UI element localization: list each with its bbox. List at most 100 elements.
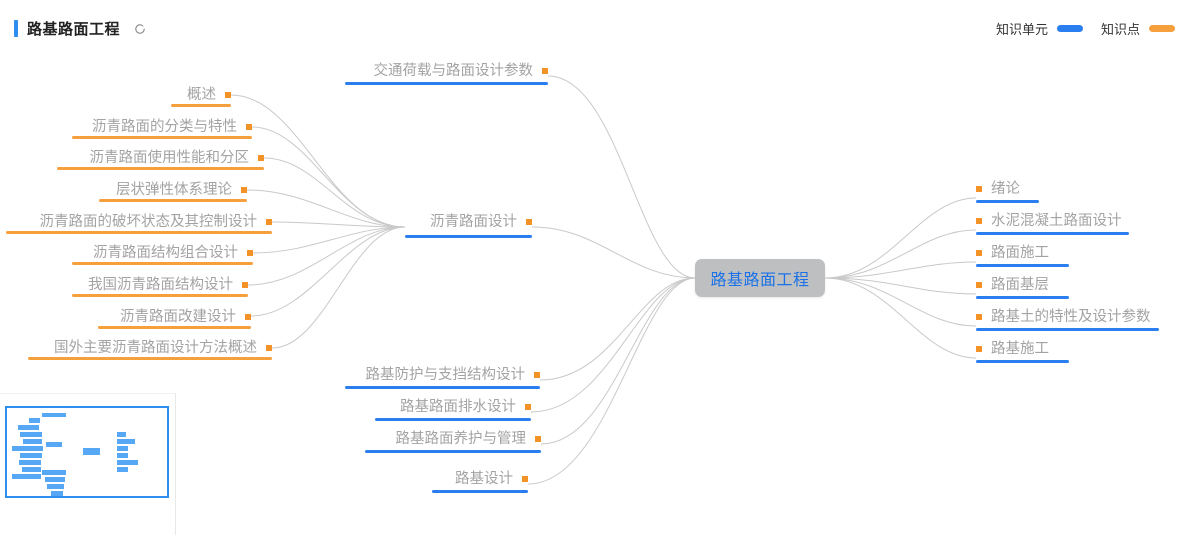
node-label: 路面基层 (991, 276, 1049, 293)
page-title-text: 路基路面工程 (27, 21, 121, 38)
node-label: 水泥混凝土路面设计 (991, 212, 1122, 229)
node-bullet-icon (266, 345, 272, 351)
center-node-label: 路基路面工程 (710, 272, 810, 289)
node-bullet-icon (526, 219, 532, 225)
node-bullet-icon (245, 314, 251, 320)
node-label: 沥青路面使用性能和分区 (89, 149, 250, 166)
node-china-asphalt-structure-design[interactable]: 我国沥青路面结构设计 (60, 275, 248, 295)
legend-item-unit: 知识单元 (996, 19, 1083, 38)
node-underline (57, 167, 264, 170)
node-asphalt-reconstruction-design[interactable]: 沥青路面改建设计 (70, 307, 251, 327)
node-underline (28, 357, 272, 360)
node-underline (345, 386, 540, 389)
node-introduction[interactable]: 绪论 (976, 179, 1020, 199)
node-traffic-load-design-parameters[interactable]: 交通荷载与路面设计参数 (300, 61, 548, 81)
legend-label-point: 知识点 (1100, 22, 1140, 37)
node-underline (365, 450, 541, 453)
node-foreign-design-methods-overview[interactable]: 国外主要沥青路面设计方法概述 (14, 338, 272, 358)
node-structure-combination-design[interactable]: 沥青路面结构组合设计 (60, 243, 253, 263)
minimap-node (83, 448, 100, 455)
minimap-node (117, 460, 138, 465)
node-label: 我国沥青路面结构设计 (88, 276, 233, 293)
node-label: 交通荷载与路面设计参数 (373, 62, 534, 79)
minimap-node (20, 432, 42, 437)
node-label: 路基路面排水设计 (400, 398, 516, 415)
center-node[interactable]: 路基路面工程 (695, 259, 825, 297)
title-accent-bar (14, 20, 18, 37)
node-subgrade-soil-properties-parameters[interactable]: 路基土的特性及设计参数 (976, 307, 1151, 327)
node-underline (976, 296, 1069, 299)
node-maintenance-management[interactable]: 路基路面养护与管理 (310, 429, 541, 449)
node-bullet-icon (241, 187, 247, 193)
node-pavement-construction[interactable]: 路面施工 (976, 243, 1049, 263)
minimap-node (23, 439, 42, 444)
node-label: 概述 (187, 86, 216, 103)
node-cement-concrete-pavement-design[interactable]: 水泥混凝土路面设计 (976, 211, 1122, 231)
node-bullet-icon (525, 404, 531, 410)
node-bullet-icon (976, 314, 982, 320)
node-bullet-icon (976, 218, 982, 224)
node-underline (976, 264, 1069, 267)
node-label: 层状弹性体系理论 (116, 181, 232, 198)
minimap-node (45, 477, 65, 482)
node-asphalt-classification[interactable]: 沥青路面的分类与特性 (60, 117, 252, 137)
node-label: 路基土的特性及设计参数 (991, 308, 1151, 325)
node-underline (976, 200, 1039, 203)
node-underline (432, 490, 528, 493)
node-subgrade-pavement-drainage[interactable]: 路基路面排水设计 (320, 397, 531, 417)
node-bullet-icon (247, 250, 253, 256)
connector-edges (230, 75, 977, 485)
node-bullet-icon (976, 346, 982, 352)
minimap-node (117, 446, 128, 451)
node-subgrade-protection-retaining[interactable]: 路基防护与支挡结构设计 (290, 365, 540, 385)
node-bullet-icon (225, 92, 231, 98)
minimap-node (117, 453, 128, 458)
minimap-node (117, 467, 128, 472)
node-hub-asphalt-pavement-design[interactable]: 沥青路面设计 (275, 212, 532, 232)
node-underline (375, 418, 531, 421)
minimap-node (20, 453, 42, 458)
node-underline (976, 328, 1159, 331)
node-bullet-icon (976, 250, 982, 256)
minimap-node (117, 432, 126, 437)
node-bullet-icon (976, 186, 982, 192)
node-underline (72, 294, 248, 297)
node-failure-state-control-design[interactable]: 沥青路面的破坏状态及其控制设计 (14, 212, 272, 232)
legend-label-unit: 知识单元 (995, 22, 1048, 37)
minimap-node (42, 413, 66, 417)
page-header: 路基路面工程 知识单元 知识点 (0, 0, 1189, 56)
node-bullet-icon (246, 124, 252, 130)
minimap-viewport[interactable] (5, 406, 169, 498)
minimap-node (12, 446, 43, 451)
node-bullet-icon (242, 282, 248, 288)
node-label: 路基路面养护与管理 (395, 430, 527, 447)
node-pavement-base-course[interactable]: 路面基层 (976, 275, 1049, 295)
node-underline (6, 231, 272, 234)
minimap-panel[interactable] (0, 393, 176, 535)
node-underline (171, 104, 231, 107)
node-subgrade-construction[interactable]: 路基施工 (976, 339, 1049, 359)
node-label: 沥青路面结构组合设计 (93, 244, 238, 261)
legend-swatch-point (1149, 25, 1175, 32)
minimap-node (12, 474, 41, 479)
node-underline (99, 199, 247, 202)
node-bullet-icon (542, 68, 548, 74)
node-underline (345, 82, 548, 85)
node-label: 路基防护与支挡结构设计 (365, 366, 526, 383)
node-bullet-icon (258, 155, 264, 161)
mindmap-canvas[interactable]: 路基路面工程 沥青路面设计 概述 沥青路面的分类与特性 沥青路面使用性能和分区 … (0, 56, 1189, 535)
node-subgrade-design[interactable]: 路基设计 (380, 469, 528, 489)
node-asphalt-performance-zoning[interactable]: 沥青路面使用性能和分区 (50, 148, 264, 168)
node-bullet-icon (266, 219, 272, 225)
node-layered-elastic-theory[interactable]: 层状弹性体系理论 (60, 180, 247, 200)
refresh-icon[interactable] (133, 22, 147, 36)
node-underline (405, 235, 532, 238)
node-underline (72, 136, 252, 139)
minimap-node (22, 467, 41, 472)
node-label: 国外主要沥青路面设计方法概述 (54, 339, 257, 356)
node-gaishu[interactable]: 概述 (60, 85, 231, 105)
legend-item-point: 知识点 (1101, 19, 1175, 38)
node-bullet-icon (976, 282, 982, 288)
node-underline (976, 232, 1129, 235)
legend: 知识单元 知识点 (996, 19, 1175, 38)
